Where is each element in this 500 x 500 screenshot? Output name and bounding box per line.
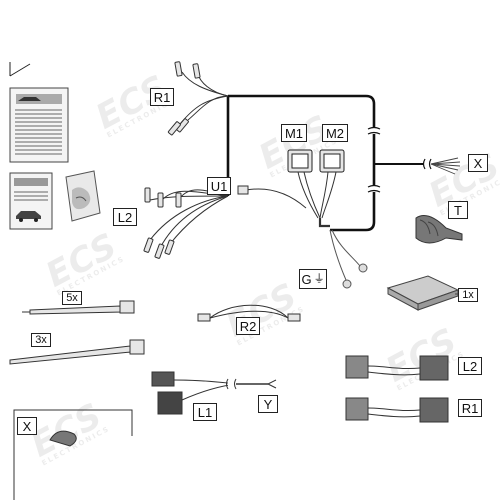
ground-symbol-icon: ⏚ — [313, 272, 325, 285]
instruction-booklet — [9, 87, 69, 163]
l1-connector-group — [151, 371, 277, 415]
label-qty-5x: 5x — [62, 291, 82, 305]
installation-manual — [9, 172, 53, 230]
x-part-box — [13, 409, 133, 500]
cable-tie-5x — [22, 300, 135, 315]
ground-wires — [329, 229, 368, 289]
label-l2-right: L2 — [458, 357, 482, 375]
break-marks — [367, 126, 432, 193]
r1-plug-right — [345, 397, 449, 423]
label-m2: M2 — [322, 124, 348, 142]
label-l1: L1 — [193, 403, 217, 421]
l2-plug-right — [345, 355, 449, 381]
label-y: Y — [258, 395, 278, 413]
grommet-part — [415, 215, 463, 244]
x-wire-fan — [430, 157, 461, 175]
cable-tie-3x — [9, 339, 145, 365]
label-m1: M1 — [281, 124, 307, 142]
label-l2: L2 — [113, 208, 137, 226]
label-r1-right: R1 — [458, 399, 482, 417]
label-r2: R2 — [236, 317, 260, 335]
r1-connector-group — [167, 61, 229, 136]
u1-connector — [237, 185, 307, 209]
label-r1: R1 — [150, 88, 174, 106]
tape-pack — [386, 275, 460, 311]
label-x: X — [468, 154, 488, 172]
label-g-text: G — [301, 271, 312, 287]
l2-connector-group — [143, 187, 229, 259]
m-connectors — [287, 149, 345, 228]
label-u1: U1 — [207, 177, 231, 195]
corner-mark — [9, 62, 31, 77]
label-t: T — [448, 201, 468, 219]
label-qty-3x: 3x — [31, 333, 51, 347]
label-qty-1x: 1x — [458, 288, 478, 302]
r2-component — [197, 304, 301, 322]
label-x-bottom: X — [17, 417, 37, 435]
label-g: G ⏚ — [299, 269, 327, 289]
parts-bag — [65, 170, 101, 222]
